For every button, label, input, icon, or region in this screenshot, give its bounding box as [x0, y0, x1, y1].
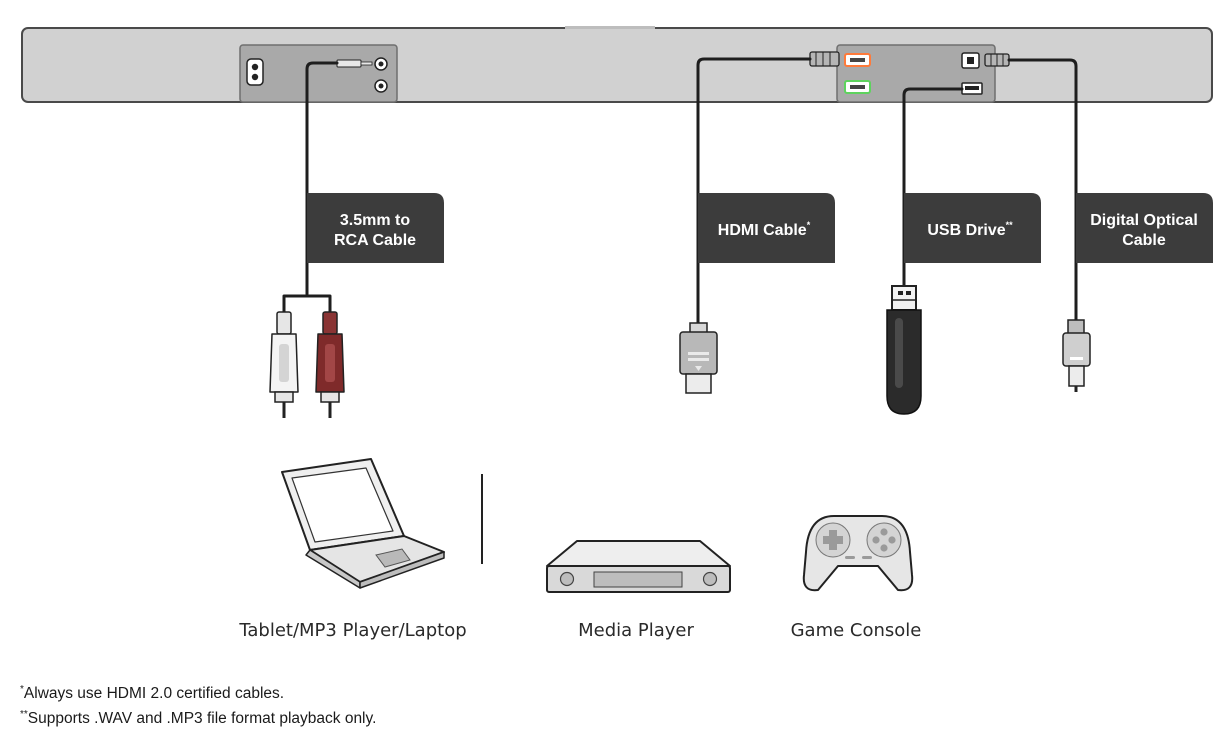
aux-second-port [374, 79, 388, 93]
hdmi-cable [696, 57, 812, 327]
rca-cable-tag: 3.5mm to RCA Cable [307, 193, 444, 263]
footnote-2-mark: ** [20, 709, 28, 720]
rca-cable [305, 61, 339, 296]
hdmi-plug-icon [679, 322, 718, 394]
rca-white-plug-icon [269, 311, 299, 418]
hdmi-arc-port [844, 53, 871, 67]
laptop-icon [281, 458, 445, 589]
rca-label-line2: RCA Cable [334, 232, 416, 249]
optical-label-line1: Digital Optical [1090, 212, 1198, 229]
optical-cable-tag: Digital Optical Cable [1076, 193, 1213, 263]
usb-drive-tag: USB Drive** [904, 193, 1041, 263]
footnote-1: *Always use HDMI 2.0 certified cables. [20, 684, 284, 702]
svg-text:USB Drive**: USB Drive** [927, 220, 1013, 239]
hdmi-cable-tag: HDMI Cable* [698, 193, 835, 263]
rca-label-line1: 3.5mm to [340, 212, 410, 229]
footnote-2: **Supports .WAV and .MP3 file format pla… [20, 709, 376, 727]
hdmi-footnote-mark: * [807, 220, 811, 230]
media-player-label: Media Player [578, 620, 694, 641]
usb-port [961, 82, 983, 95]
footnote-1-mark: * [20, 684, 24, 695]
optical-label-line2: Cable [1122, 232, 1166, 249]
optical-plug-icon [1062, 319, 1091, 392]
aux-input-port [374, 57, 388, 71]
optical-port [961, 52, 980, 69]
game-console-label: Game Console [791, 620, 922, 641]
optical-plug-connector [984, 53, 1010, 67]
footnote-2-text: Supports .WAV and .MP3 file format playb… [28, 710, 377, 727]
cables [282, 57, 1078, 327]
usb-drive-icon [886, 285, 922, 415]
hdmi-plug-connector [809, 51, 840, 67]
rca-red-plug-icon [315, 311, 345, 418]
optical-cable [1007, 58, 1078, 324]
aux-plug [336, 59, 373, 68]
footnote-1-text: Always use HDMI 2.0 certified cables. [24, 685, 284, 702]
game-controller-icon [802, 515, 914, 592]
footnotes: *Always use HDMI 2.0 certified cables. *… [20, 684, 376, 727]
usb-label: USB Drive [927, 222, 1005, 239]
left-port-panel [239, 44, 398, 103]
rca-split [282, 294, 332, 316]
right-port-panel [809, 44, 1010, 103]
power-port [246, 58, 264, 86]
hdmi-label: HDMI Cable [718, 222, 807, 239]
svg-text:HDMI Cable*: HDMI Cable* [718, 220, 811, 239]
usb-footnote-mark: ** [1006, 220, 1014, 230]
media-player-icon [546, 540, 731, 593]
usb-cable [902, 87, 964, 289]
soundbar [21, 26, 1213, 103]
laptop-label: Tablet/MP3 Player/Laptop [238, 620, 466, 641]
hdmi-in-port [844, 80, 871, 94]
